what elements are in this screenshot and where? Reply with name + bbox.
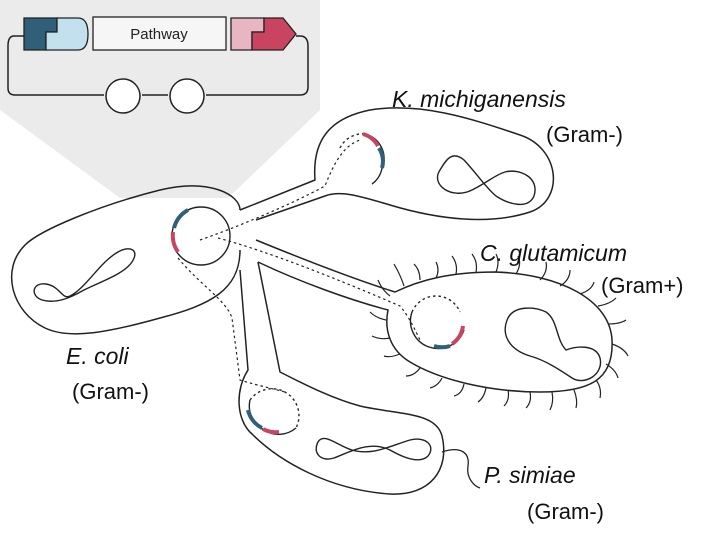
construct-parts	[23, 16, 297, 51]
pathway-label: Pathway	[130, 26, 188, 43]
cglut-chromosome	[504, 307, 602, 382]
psimiae-gram-label: (Gram-)	[527, 499, 604, 524]
backbone-element-2	[169, 78, 205, 114]
kmich-cell-outline	[239, 107, 555, 221]
kmich-gram-label: (Gram-)	[546, 122, 623, 147]
kmich-plasmid	[339, 132, 385, 185]
transfer-paths	[177, 139, 421, 393]
psimiae-plasmid	[246, 388, 300, 435]
terminator-part-right	[251, 17, 297, 51]
transfer-path-to-cglut	[217, 237, 421, 341]
ecoli-plasmid	[170, 206, 231, 266]
rbs-part-left	[45, 17, 89, 51]
ecoli-cell-outline	[10, 185, 241, 335]
cell-outlines	[10, 107, 613, 495]
cglut-species-label: C. glutamicum	[480, 240, 627, 266]
psimiae-flagellum	[441, 449, 481, 489]
chromosomes	[33, 155, 602, 461]
genetic-construct	[7, 35, 309, 114]
ecoli-gram-label: (Gram-)	[72, 379, 149, 404]
ecoli-chromosome	[33, 248, 136, 302]
cglut-plasmid	[409, 295, 465, 350]
psimiae-species-label: P. simiae	[484, 462, 576, 488]
kmich-chromosome	[437, 155, 536, 205]
cglut-hairs	[369, 253, 629, 411]
ecoli-species-label: E. coli	[66, 343, 129, 369]
psimiae-cell-outline	[238, 261, 445, 495]
transfer-path-to-psimiae	[177, 257, 286, 393]
backbone-element-1	[105, 78, 141, 114]
kmich-species-label: K. michiganensis	[392, 86, 566, 112]
plasmid-backbone	[7, 35, 309, 96]
psimiae-chromosome	[315, 437, 432, 461]
cglut-gram-label: (Gram+)	[601, 273, 684, 298]
cglut-cell-outline	[255, 239, 613, 393]
transfer-path-to-kmich	[199, 139, 361, 241]
plasmids	[170, 132, 465, 435]
pathway-part	[92, 16, 227, 51]
